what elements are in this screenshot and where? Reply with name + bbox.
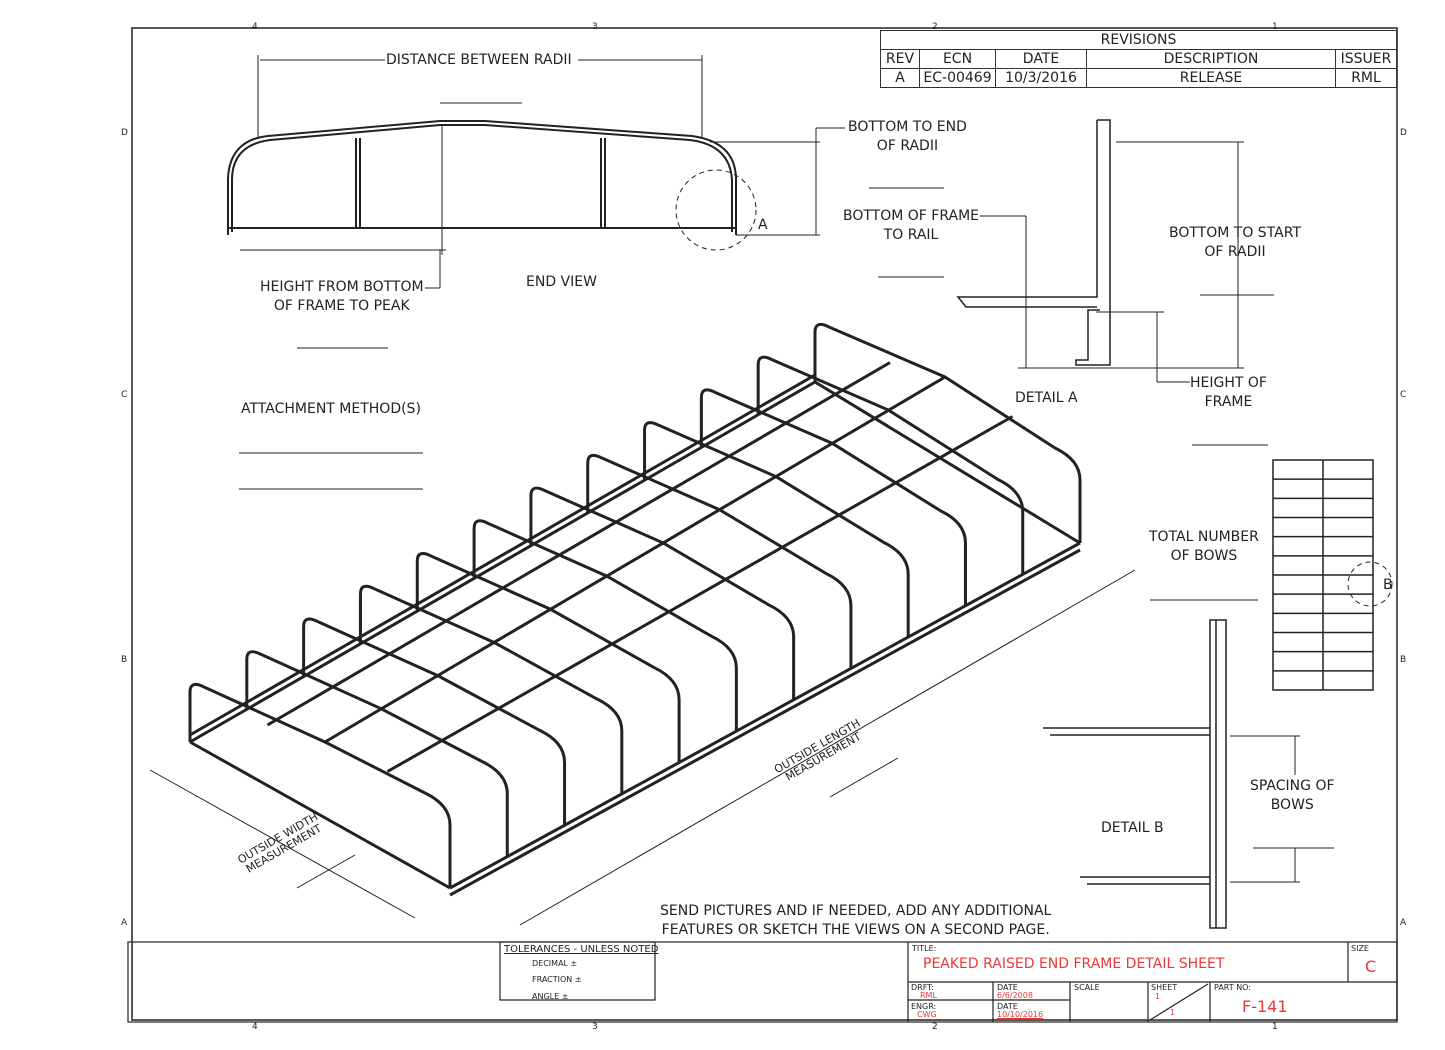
- detail-a-label: DETAIL A: [1015, 390, 1078, 406]
- frame-bow: [756, 355, 1025, 575]
- border-column-label: 3: [592, 1022, 598, 1032]
- size-label: SIZE: [1351, 944, 1369, 953]
- back-side-rail: [189, 373, 816, 744]
- title-label: TITLE:: [912, 944, 937, 953]
- end-rail: [189, 380, 1081, 890]
- callout-a: A: [758, 217, 768, 233]
- revisions-header: REV ECN DATE DESCRIPTION ISSUER: [880, 49, 1397, 69]
- angle-label: ANGLE ±: [532, 992, 569, 1001]
- sheet-value: 1: [1155, 992, 1161, 1001]
- frame-bow: [358, 584, 624, 794]
- scale-label: SCALE: [1074, 983, 1100, 992]
- drawing-border: [131, 27, 1398, 1021]
- revisions-title: REVISIONS: [880, 30, 1397, 50]
- roof-rail: [386, 415, 1014, 773]
- engr-date-label: DATE: [997, 1002, 1018, 1011]
- date-cell: 10/3/2016: [995, 68, 1087, 88]
- part-no-label: PART NO:: [1214, 983, 1252, 992]
- description-cell: RELEASE: [1086, 68, 1336, 88]
- distance-between-radii-label: DISTANCE BETWEEN RADII: [386, 52, 572, 68]
- border-row-label: B: [121, 655, 128, 665]
- detail-b-label: DETAIL B: [1101, 820, 1164, 836]
- border-row-label: D: [121, 128, 128, 138]
- border-column-label: 2: [932, 22, 938, 32]
- border-row-label: C: [1400, 390, 1407, 400]
- drft-date-label: DATE: [997, 983, 1018, 992]
- roof-rail: [266, 361, 891, 727]
- detail-a: [956, 119, 1111, 366]
- border-column-label: 1: [1272, 22, 1278, 32]
- border-column-label: 1: [1272, 1022, 1278, 1032]
- end-view-label: END VIEW: [526, 274, 597, 290]
- engr-label: ENGR:: [911, 1002, 937, 1011]
- front-side-rail: [449, 541, 1081, 897]
- dimension-lines: [149, 55, 1334, 926]
- header-ecn: ECN: [919, 49, 996, 69]
- engr-value: CWG: [917, 1010, 937, 1019]
- issuer-cell: RML: [1335, 68, 1397, 88]
- border-column-label: 4: [252, 1022, 258, 1032]
- end-view: [227, 120, 737, 235]
- sheet-of-value: 1: [1170, 1008, 1176, 1017]
- drawing-title: PEAKED RAISED END FRAME DETAIL SHEET: [923, 956, 1225, 972]
- attachment-methods-label: ATTACHMENT METHOD(S): [241, 401, 421, 417]
- header-rev: REV: [880, 49, 920, 69]
- border-row-label: A: [1400, 918, 1407, 928]
- border-column-label: 3: [592, 22, 598, 32]
- note-text: SEND PICTURES AND IF NEEDED, ADD ANY ADD…: [660, 903, 1052, 938]
- engr-date: 10/10/2016: [997, 1010, 1044, 1019]
- rev-cell: A: [880, 68, 920, 88]
- header-issuer: ISSUER: [1335, 49, 1397, 69]
- border-row-label: B: [1400, 655, 1407, 665]
- detail-b: [1043, 459, 1374, 929]
- border-row-label: A: [121, 918, 128, 928]
- title-block: [127, 941, 1398, 1023]
- border-row-label: C: [121, 390, 128, 400]
- frame-bow: [813, 322, 1082, 543]
- header-date: DATE: [995, 49, 1087, 69]
- drft-date: 6/6/2008: [997, 991, 1033, 1000]
- sheet-label: SHEET: [1151, 983, 1178, 992]
- drft-label: DRFT:: [911, 983, 934, 992]
- border-row-label: D: [1400, 128, 1407, 138]
- tolerances-label: TOLERANCES - UNLESS NOTED: [504, 944, 659, 955]
- border-column-label: 4: [252, 22, 258, 32]
- border-column-label: 2: [932, 1022, 938, 1032]
- frame-bow: [302, 617, 567, 826]
- drft-value: RML: [920, 991, 937, 1000]
- isometric-frame: [188, 322, 1082, 897]
- frame-bow: [188, 682, 452, 888]
- ecn-cell: EC-00469: [919, 68, 996, 88]
- ridge-rail: [324, 375, 946, 744]
- callout-b: B: [1383, 577, 1393, 593]
- header-description: DESCRIPTION: [1086, 49, 1336, 69]
- revisions-table: REVISIONS REV ECN DATE DESCRIPTION ISSUE…: [880, 30, 1397, 88]
- fraction-label: FRACTION ±: [532, 975, 582, 984]
- size-value: C: [1365, 957, 1377, 976]
- revision-row: A EC-00469 10/3/2016 RELEASE RML: [880, 68, 1397, 88]
- decimal-label: DECIMAL ±: [532, 959, 578, 968]
- part-no-value: F-141: [1242, 997, 1288, 1016]
